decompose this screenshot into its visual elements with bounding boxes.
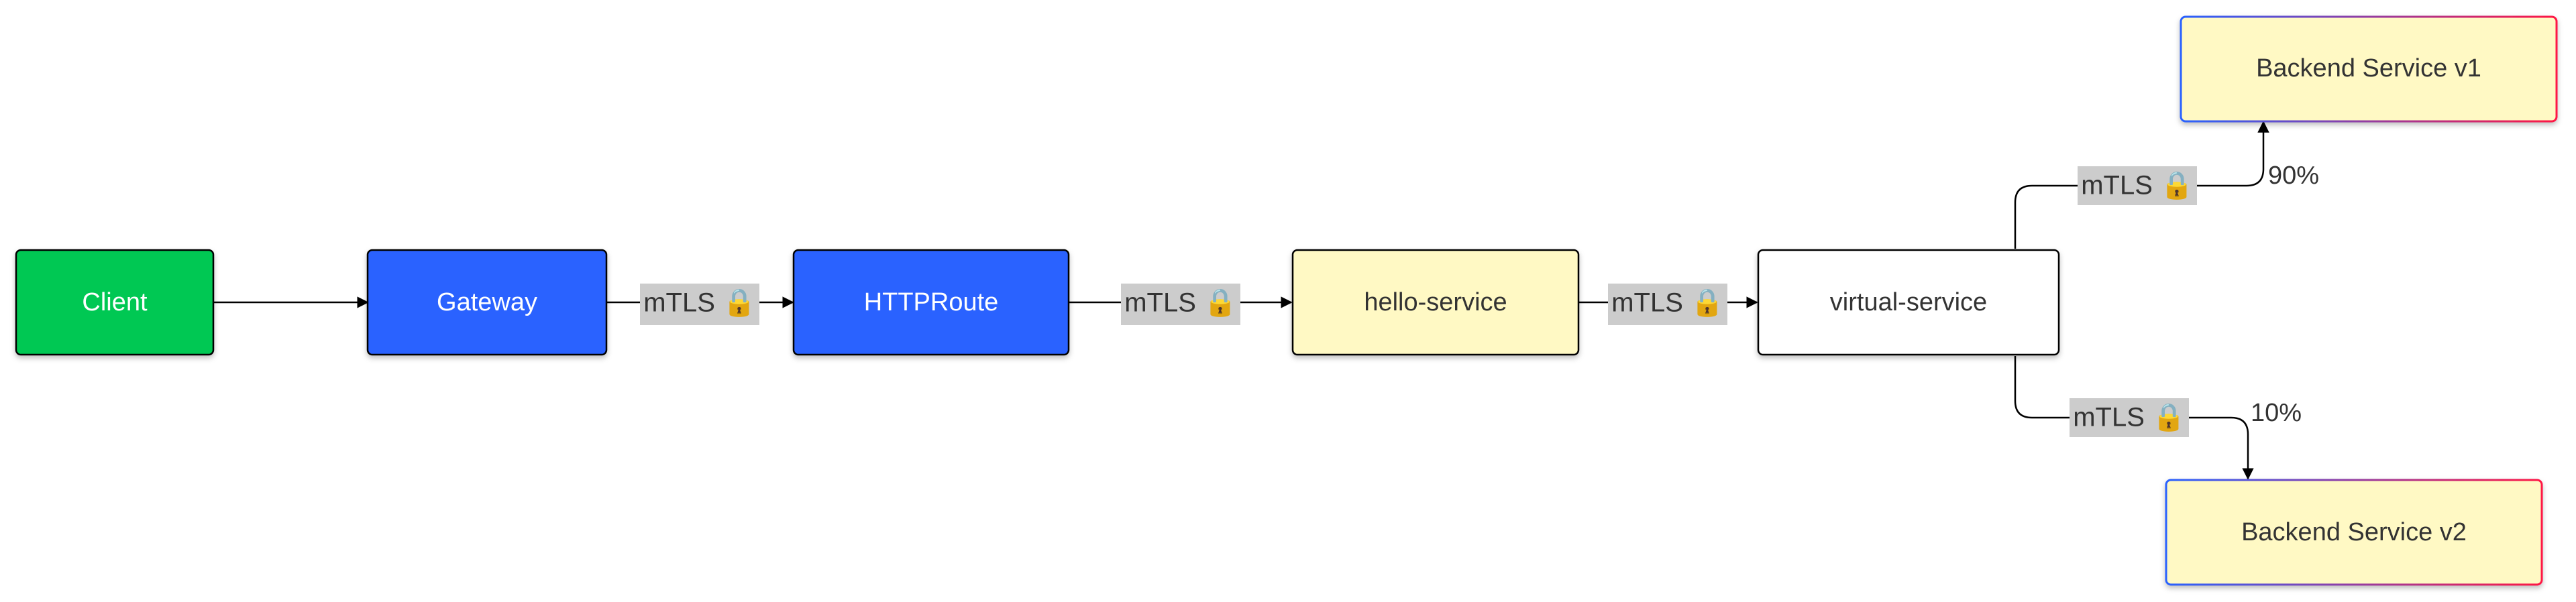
node-gateway-box — [366, 249, 608, 356]
node-backend-service-v1-label: Backend Service v1 — [2256, 54, 2481, 82]
edge-label-text: mTLS 🔒 — [643, 288, 756, 318]
node-client-label: Client — [82, 288, 148, 316]
edge-label-text: mTLS 🔒 — [1124, 288, 1237, 318]
edge-label-text: mTLS 🔒 — [2073, 403, 2186, 432]
node-backend-service-v1-box — [2180, 15, 2558, 123]
edge-label-virtual-backend-v2: mTLS 🔒 — [2070, 398, 2189, 437]
edge-labels: mTLS 🔒 mTLS 🔒 mTLS 🔒 mTLS 🔒 90% mTLS 🔒 1… — [640, 162, 2319, 437]
edge-label-httproute-hello-service: mTLS 🔒 — [1121, 284, 1240, 325]
edge-label-text: mTLS 🔒 — [1611, 288, 1724, 318]
edge-label-background — [2078, 166, 2197, 205]
weight-label-backend-v1: 90% — [2268, 162, 2319, 190]
node-virtual-service-label: virtual-service — [1830, 288, 1987, 316]
edge-label-text: mTLS 🔒 — [2081, 171, 2194, 200]
node-hello-service-label: hello-service — [1364, 288, 1507, 316]
node-virtual-service[interactable]: virtual-service — [1757, 249, 2060, 356]
weight-label-backend-v2: 10% — [2251, 399, 2302, 427]
edge-label-background — [1121, 284, 1240, 325]
node-httproute[interactable]: HTTPRoute — [792, 249, 1070, 356]
node-client[interactable]: Client — [15, 249, 215, 356]
node-backend-service-v1[interactable]: Backend Service v1 — [2180, 15, 2558, 123]
node-gateway[interactable]: Gateway — [366, 249, 608, 356]
edge-label-background — [1608, 284, 1727, 325]
edge-label-background — [2070, 398, 2189, 437]
edge-label-virtual-backend-v1: mTLS 🔒 — [2078, 166, 2197, 205]
node-hello-service-box — [1291, 249, 1580, 356]
nodes: Client Gateway HTTPRoute hello-service v… — [15, 15, 2558, 586]
edge-label-hello-virtual-service: mTLS 🔒 — [1608, 284, 1727, 325]
edge-label-background — [640, 284, 759, 325]
node-gateway-label: Gateway — [437, 288, 537, 316]
edge-label-gateway-httproute: mTLS 🔒 — [640, 284, 759, 325]
node-backend-service-v2-box — [2165, 479, 2543, 586]
node-httproute-label: HTTPRoute — [864, 288, 999, 316]
node-httproute-box — [792, 249, 1070, 356]
node-virtual-service-box — [1757, 249, 2060, 356]
node-backend-service-v2[interactable]: Backend Service v2 — [2165, 479, 2543, 586]
node-client-box — [15, 249, 215, 356]
node-hello-service[interactable]: hello-service — [1291, 249, 1580, 356]
node-backend-service-v2-label: Backend Service v2 — [2241, 518, 2467, 546]
